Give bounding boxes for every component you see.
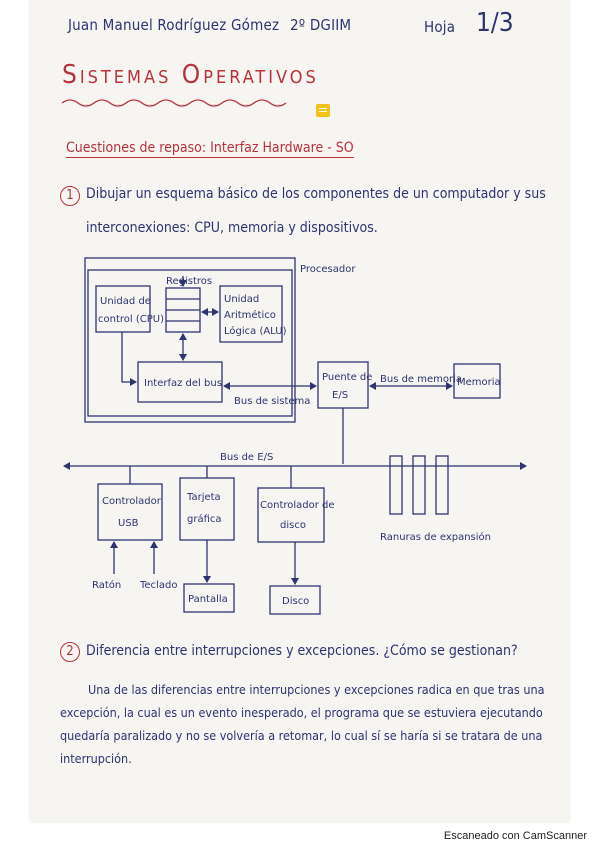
question-1-number: 1 xyxy=(60,186,80,206)
registers-label: Registros xyxy=(166,276,212,287)
computer-components-diagram: Procesador Registros Unidad de control (… xyxy=(63,257,527,615)
question-1-text-line1: Dibujar un esquema básico de los compone… xyxy=(86,186,546,202)
mouse-label: Ratón xyxy=(92,579,121,591)
graphics-card-box xyxy=(179,477,235,541)
screen-box xyxy=(183,583,235,613)
alu-label-line1: Unidad xyxy=(224,294,259,305)
io-bridge-label-line1: Puente de xyxy=(322,372,372,383)
sheet-number: 1/3 xyxy=(476,8,514,38)
page-title: Sistemas Operativos xyxy=(62,60,319,90)
section-subtitle: Cuestiones de repaso: Interfaz Hardware … xyxy=(66,140,354,158)
graphics-card-label-line1: Tarjeta xyxy=(186,492,221,503)
control-unit-label-line2: control (CPU) xyxy=(98,314,164,325)
bus-interface-box xyxy=(137,361,223,403)
memory-label: Memoria xyxy=(457,377,501,388)
disk-label: Disco xyxy=(282,596,309,607)
question-2-number: 2 xyxy=(60,642,80,662)
control-unit-label-line1: Unidad de xyxy=(100,296,151,307)
disk-controller-label-line1: Controlador de xyxy=(260,500,335,511)
answer-2-text: Una de las diferencias entre interrupcio… xyxy=(60,682,545,766)
processor-label: Procesador xyxy=(300,264,356,275)
graphics-card-label-line2: gráfica xyxy=(187,513,222,525)
usb-controller-box xyxy=(97,483,163,541)
sheet-label: Hoja xyxy=(424,18,456,36)
scanner-watermark: Escaneado con CamScanner xyxy=(443,830,587,842)
student-name: Juan Manuel Rodríguez Gómez xyxy=(68,16,280,34)
control-unit-box xyxy=(95,285,151,333)
memory-box xyxy=(453,363,501,399)
io-bridge-box xyxy=(317,361,369,409)
memory-bus-label: Bus de memoria xyxy=(380,374,462,385)
expansion-slot xyxy=(435,455,449,515)
screen-label: Pantalla xyxy=(188,594,228,605)
disk-controller-label-line2: disco xyxy=(280,520,306,531)
bus-interface-label: Interfaz del bus xyxy=(144,378,222,389)
usb-controller-label-line1: Controlador xyxy=(102,496,162,507)
course-label: 2º DGIIM xyxy=(290,16,352,34)
alu-label-line3: Lógica (ALU) xyxy=(224,325,287,337)
expansion-slots-label: Ranuras de expansión xyxy=(380,531,491,543)
cpu-inner-box xyxy=(87,269,293,417)
io-bus-label: Bus de E/S xyxy=(220,452,273,463)
note-icon[interactable] xyxy=(316,104,330,117)
keyboard-label: Teclado xyxy=(139,580,177,591)
system-bus-label: Bus de sistema xyxy=(234,396,310,407)
io-bridge-label-line2: E/S xyxy=(332,390,348,401)
question-2-text: Diferencia entre interrupciones y excepc… xyxy=(86,643,518,659)
expansion-slot xyxy=(389,455,403,515)
disk-controller-box xyxy=(257,487,325,543)
alu-box xyxy=(219,285,283,343)
title-underline-wave xyxy=(61,99,287,107)
alu-label-line2: Aritmético xyxy=(224,309,276,321)
usb-controller-label-line2: USB xyxy=(118,518,139,529)
question-1-text-line2: interconexiones: CPU, memoria y disposit… xyxy=(86,220,378,236)
processor-box xyxy=(84,257,296,423)
disk-box xyxy=(269,585,321,615)
expansion-slot xyxy=(412,455,426,515)
notebook-page: Juan Manuel Rodríguez Gómez 2º DGIIM Hoj… xyxy=(30,0,569,822)
